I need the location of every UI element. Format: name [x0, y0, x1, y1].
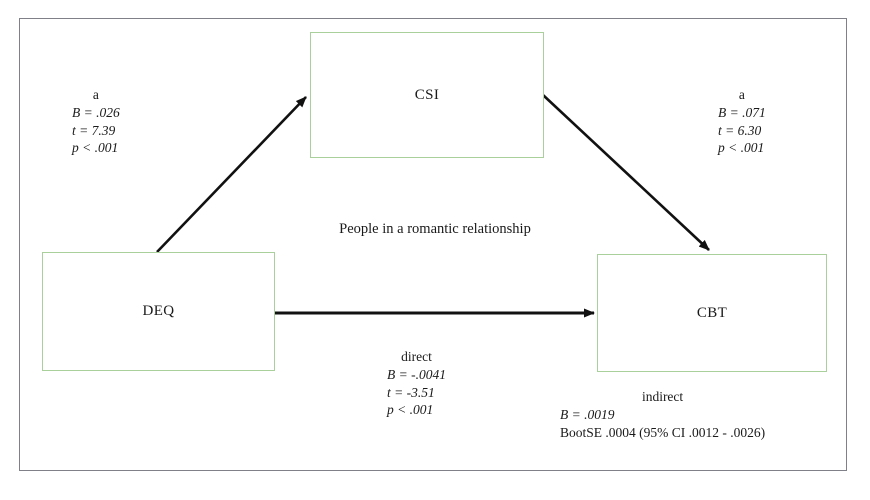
path-a-left-coefficient: B = .026 — [72, 104, 120, 120]
caption-romantic-relationship: People in a romantic relationship — [339, 221, 531, 237]
node-cbt: CBT — [597, 254, 827, 372]
path-direct-head: direct — [401, 349, 432, 364]
path-label-indirect: indirect B = .0019 BootSE .0004 (95% CI … — [560, 388, 765, 441]
path-a-right-t-value: t = 6.30 — [718, 122, 762, 138]
path-a-right-head: a — [738, 87, 745, 102]
path-a-right-coefficient: B = .071 — [718, 104, 766, 120]
node-csi: CSI — [310, 32, 544, 158]
path-direct-p-value: p < .001 — [387, 402, 434, 418]
path-direct-t-value: t = -3.51 — [387, 384, 435, 400]
path-label-a-left: a B = .026 t = 7.39 p < .001 — [72, 86, 120, 157]
node-deq: DEQ — [42, 252, 275, 371]
path-a-right-p-value: p < .001 — [718, 140, 765, 156]
path-indirect-head: indirect — [641, 389, 684, 404]
node-cbt-label: CBT — [696, 304, 728, 321]
path-indirect-coefficient: B = .0019 — [560, 406, 615, 422]
path-indirect-bootse: BootSE .0004 (95% CI .0012 - .0026) — [560, 424, 766, 440]
node-csi-label: CSI — [414, 86, 440, 103]
path-a-left-head: a — [92, 87, 99, 102]
path-a-left-p-value: p < .001 — [72, 140, 119, 156]
path-a-left-t-value: t = 7.39 — [72, 122, 116, 138]
path-label-direct: direct B = -.0041 t = -3.51 p < .001 — [387, 348, 446, 419]
path-direct-coefficient: B = -.0041 — [387, 366, 446, 382]
path-label-a-right: a B = .071 t = 6.30 p < .001 — [718, 86, 766, 157]
node-deq-label: DEQ — [142, 303, 175, 319]
